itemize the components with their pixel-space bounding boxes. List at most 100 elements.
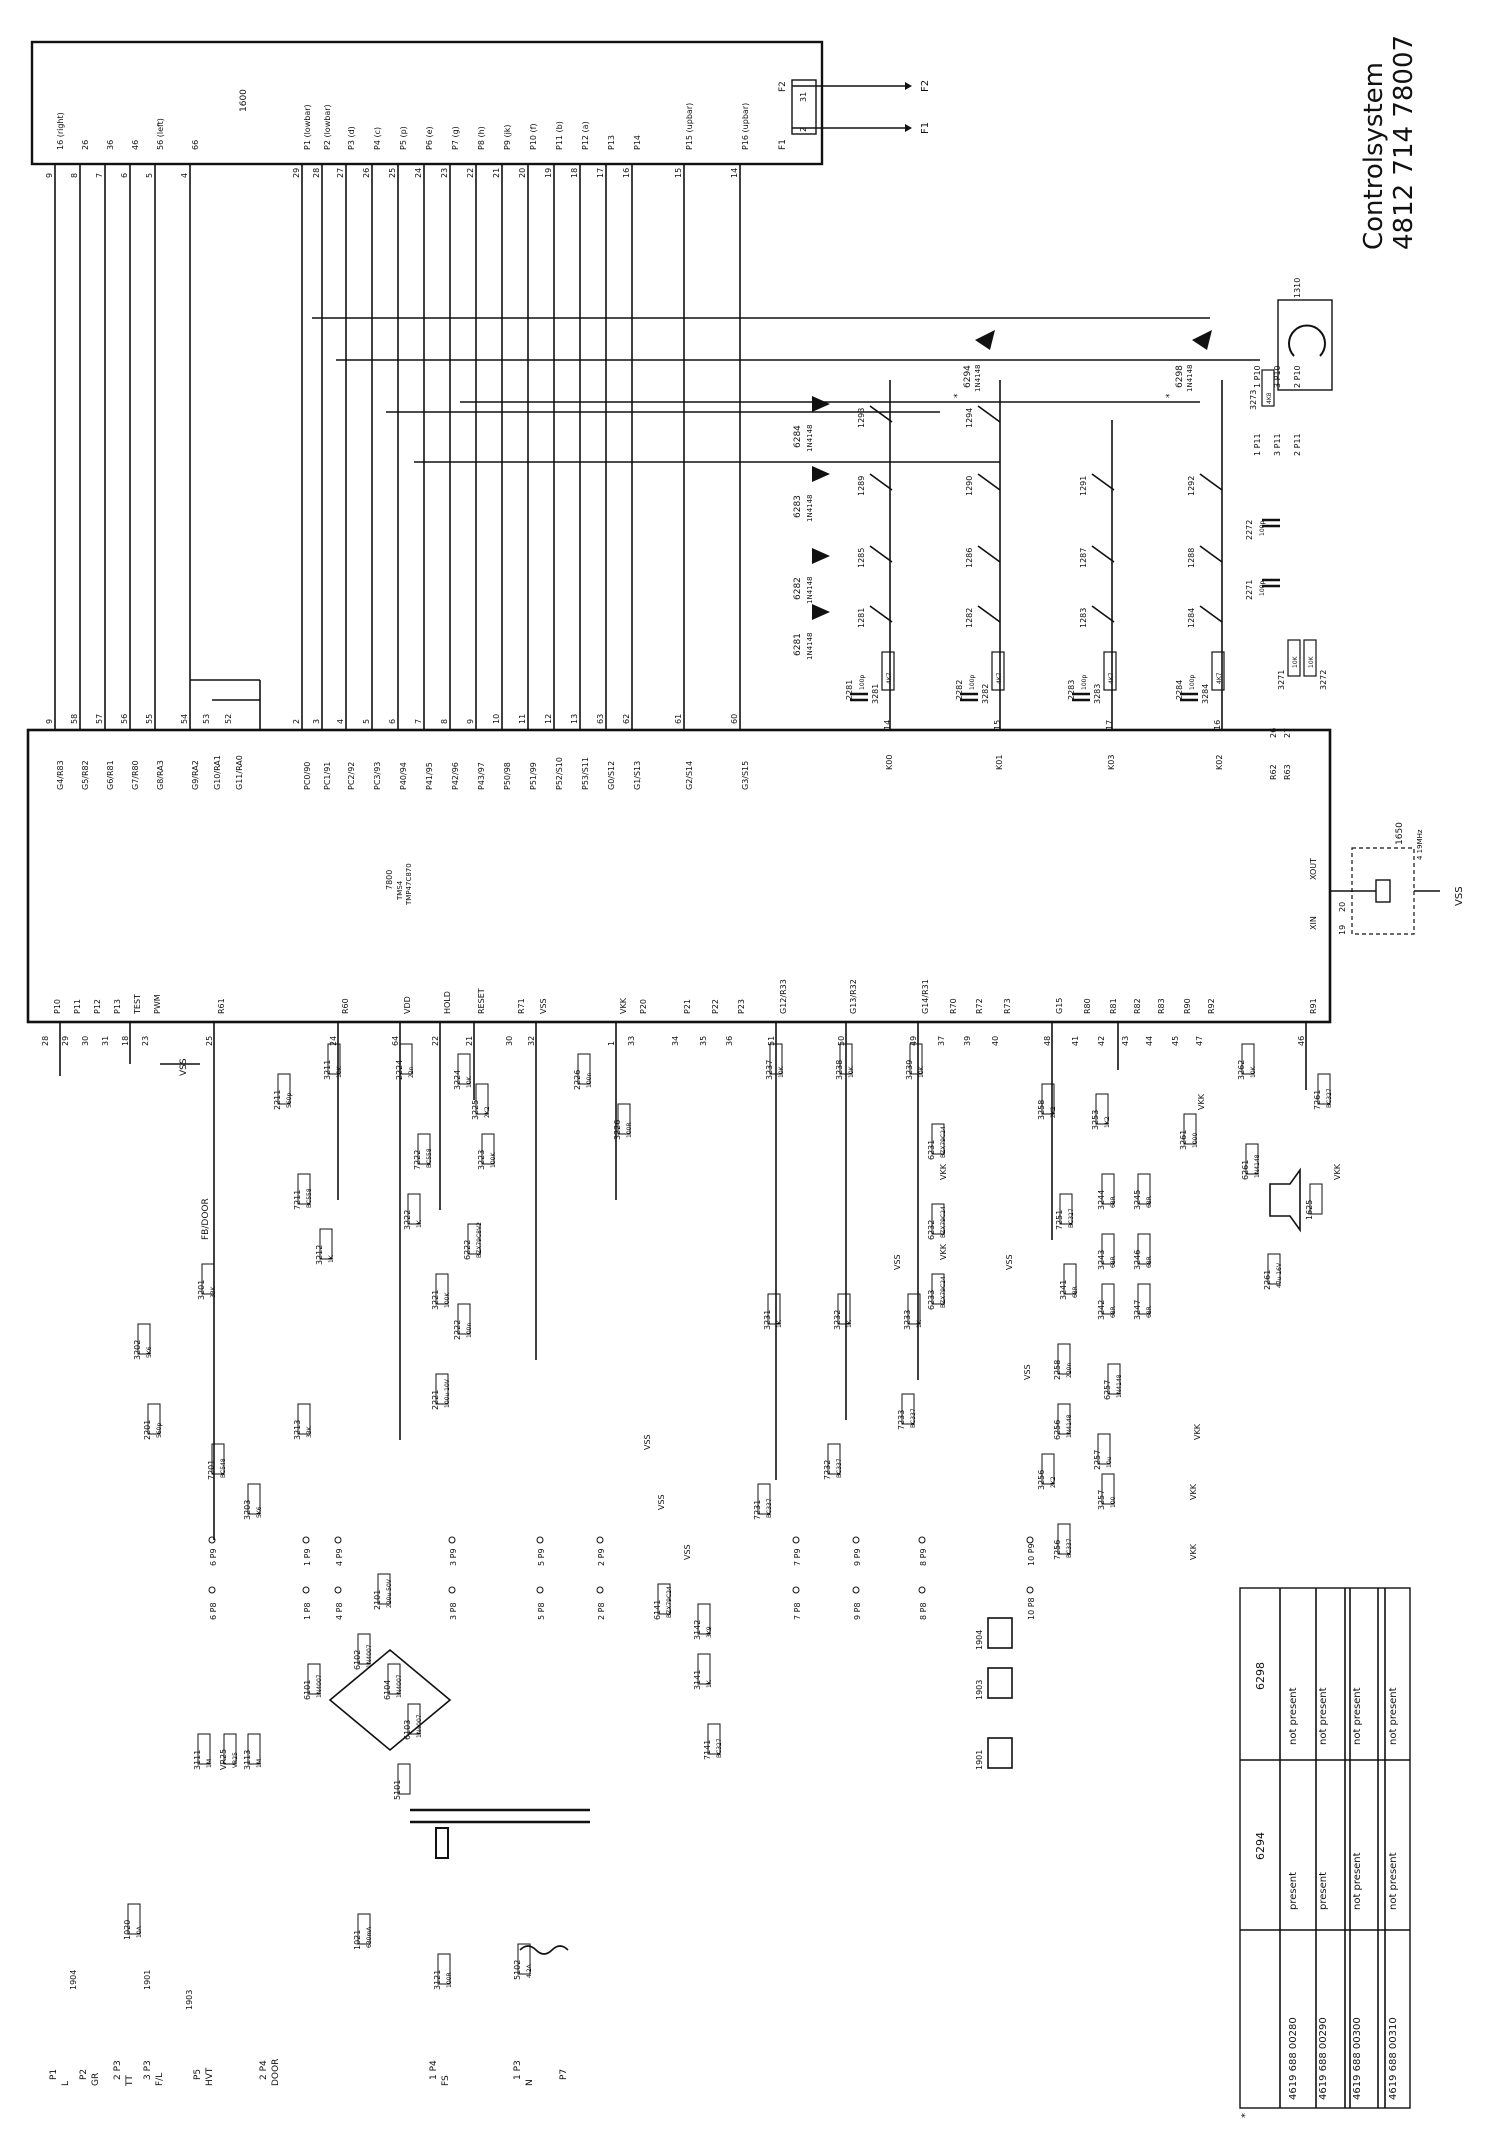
cap-2272-ref: 2272 bbox=[1245, 520, 1254, 540]
switch-1292-ref: 1292 bbox=[1187, 476, 1196, 496]
switch-1284 bbox=[1199, 605, 1223, 623]
ic-left-pin-8-name: PC0/90 bbox=[303, 762, 312, 790]
variant-row-0-code: 4619 688 00280 bbox=[1288, 2017, 1299, 2100]
switch-1290-ref: 1290 bbox=[965, 476, 974, 496]
cap-2281-ref: 2281 bbox=[845, 680, 854, 700]
cap-2283-value: 100p bbox=[1081, 675, 1088, 690]
ic-left-pin-20-num: 63 bbox=[596, 714, 605, 724]
connector-p8-8-label: 8 P8 bbox=[919, 1602, 928, 1620]
p11-label-1: 1 P11 bbox=[1253, 433, 1262, 456]
part-2257-body bbox=[1097, 1433, 1111, 1465]
display-1600-ref: 1600 bbox=[239, 89, 249, 112]
ic-bottom-pin-17-num: 36 bbox=[725, 1036, 734, 1046]
vkk-label-3: VKK bbox=[1189, 1483, 1198, 1500]
ic-7800-body bbox=[26, 728, 1332, 1024]
cap-2282-value: 100p bbox=[969, 675, 976, 690]
filament-label-4: F2 bbox=[778, 81, 788, 92]
ic-bottom-pin-8-name: VDD bbox=[403, 996, 412, 1014]
diode-6282-type: 1N4148 bbox=[806, 576, 814, 604]
vss-label-4: VSS bbox=[1023, 1364, 1032, 1380]
resistor-3283-ref: 3283 bbox=[1093, 684, 1102, 704]
diode-6294-mark: * bbox=[953, 393, 963, 398]
resistor-3271 bbox=[1287, 639, 1301, 677]
connector-p9-3 bbox=[448, 1536, 456, 1544]
display-pin-27-name: P3 (d) bbox=[347, 126, 356, 150]
ic-left-pin-22-num: 61 bbox=[674, 714, 683, 724]
relay-1901 bbox=[987, 1737, 1013, 1769]
ic-bottom-pin-0-name: P10 bbox=[53, 999, 62, 1014]
part-6256-body bbox=[1057, 1403, 1071, 1435]
ic-left-pin-10-num: 4 bbox=[336, 719, 345, 724]
ic-left-pin-17-name: P51/99 bbox=[529, 762, 538, 790]
ic-bottom-pin-15-num: 34 bbox=[671, 1036, 680, 1046]
display-pin-15-name: P15 (upbar) bbox=[685, 103, 694, 150]
ic-bottom-pin-28-name: R83 bbox=[1157, 998, 1166, 1014]
cap-2281-value: 100p bbox=[859, 675, 866, 690]
part-3242-body bbox=[1101, 1283, 1115, 1315]
switch-1286 bbox=[977, 545, 1001, 563]
variant-table-frame bbox=[1239, 1587, 1411, 2109]
resistor-3282-pin: 15 bbox=[993, 720, 1002, 730]
part-3245-body bbox=[1137, 1173, 1151, 1205]
ic-left-pin-19-name: P53/S11 bbox=[581, 757, 590, 790]
resistor-3271-value: 10K bbox=[1292, 655, 1299, 668]
relay-1904-ref: 1904 bbox=[975, 1630, 984, 1650]
p11-label-2: 2 P11 bbox=[1293, 433, 1302, 456]
ic-bottom-pin-2-name: P12 bbox=[93, 999, 102, 1014]
part-3111-body bbox=[197, 1733, 211, 1765]
connector-p9-1-label: 1 P9 bbox=[303, 1548, 312, 1566]
vkk-label-2: VKK bbox=[1189, 1543, 1198, 1560]
resistor-3283-value: 4K7 bbox=[1108, 672, 1115, 684]
filament-pin-31: 31 bbox=[799, 92, 808, 102]
part-7201-body bbox=[211, 1443, 225, 1475]
ic-7800-part-2: TMP47C870 bbox=[405, 863, 413, 906]
connector-p9-2-label: 4 P9 bbox=[335, 1548, 344, 1566]
connector-p8-4-label: 2 P8 bbox=[597, 1602, 606, 1620]
ic-pin-26: 26 bbox=[1269, 728, 1278, 738]
resistor-3282-ref: 3282 bbox=[981, 684, 990, 704]
part-3213-body bbox=[297, 1403, 311, 1435]
variant-row-3-code: 4619 688 00310 bbox=[1388, 2017, 1399, 2100]
variant-row-2-code: 4619 688 00300 bbox=[1352, 2017, 1363, 2100]
ic-left-pin-7-num: 52 bbox=[224, 714, 233, 724]
cap-2283-ref: 2283 bbox=[1067, 680, 1076, 700]
variant-row-2-6298: not present bbox=[1352, 1687, 1363, 1745]
ic-bottom-pin-16-name: P22 bbox=[711, 999, 720, 1014]
display-pin-24-num: 24 bbox=[414, 168, 423, 178]
part-7256-body bbox=[1057, 1523, 1071, 1555]
filament-pin-2: 2 bbox=[799, 127, 808, 132]
ic-bottom-pin-18-num: 51 bbox=[767, 1036, 776, 1046]
encoder-1310-ref: 1310 bbox=[1293, 278, 1302, 298]
display-pin-26-num: 26 bbox=[362, 168, 371, 178]
crystal-value: 4 19MHz bbox=[1416, 829, 1424, 860]
part-3212-body bbox=[319, 1228, 333, 1260]
ic-left-pin-23-num: 60 bbox=[730, 714, 739, 724]
ic-bottom-pin-1-num: 29 bbox=[61, 1036, 70, 1046]
cap-2282-ref: 2282 bbox=[955, 680, 964, 700]
encoder-1310 bbox=[1277, 299, 1333, 391]
net-K03: K03 bbox=[1107, 755, 1116, 770]
display-pin-4-num: 4 bbox=[180, 173, 189, 178]
display-pin-28-num: 28 bbox=[312, 168, 321, 178]
encoder-1310-wiper bbox=[1288, 324, 1326, 357]
ic-left-pin-21-num: 62 bbox=[622, 714, 631, 724]
display-pin-22-num: 22 bbox=[466, 168, 475, 178]
display-pin-18-name: P12 (a) bbox=[581, 121, 590, 150]
diode-6284-symbol bbox=[812, 396, 830, 412]
vss-label-2: VSS bbox=[683, 1544, 692, 1560]
part-2226-body bbox=[577, 1053, 591, 1085]
ic-bottom-pin-4-name: TEST bbox=[133, 994, 142, 1015]
ic-bottom-pin-10-num: 21 bbox=[465, 1036, 474, 1046]
ic-bottom-pin-0-num: 28 bbox=[41, 1036, 50, 1046]
connector-p9-9 bbox=[1026, 1536, 1034, 1544]
display-pin-6-num: 6 bbox=[120, 173, 129, 178]
ic-bottom-pin-4-num: 18 bbox=[121, 1036, 130, 1046]
part-2211-body bbox=[277, 1073, 291, 1105]
ic-bottom-pin-25-num: 41 bbox=[1071, 1036, 1080, 1046]
ic-bottom-pin-12-name: VSS bbox=[539, 998, 548, 1014]
part-3241-body bbox=[1063, 1263, 1077, 1295]
ic-bottom-pin-20-name: G14/R31 bbox=[921, 979, 930, 1014]
switch-1282-ref: 1282 bbox=[965, 608, 974, 628]
